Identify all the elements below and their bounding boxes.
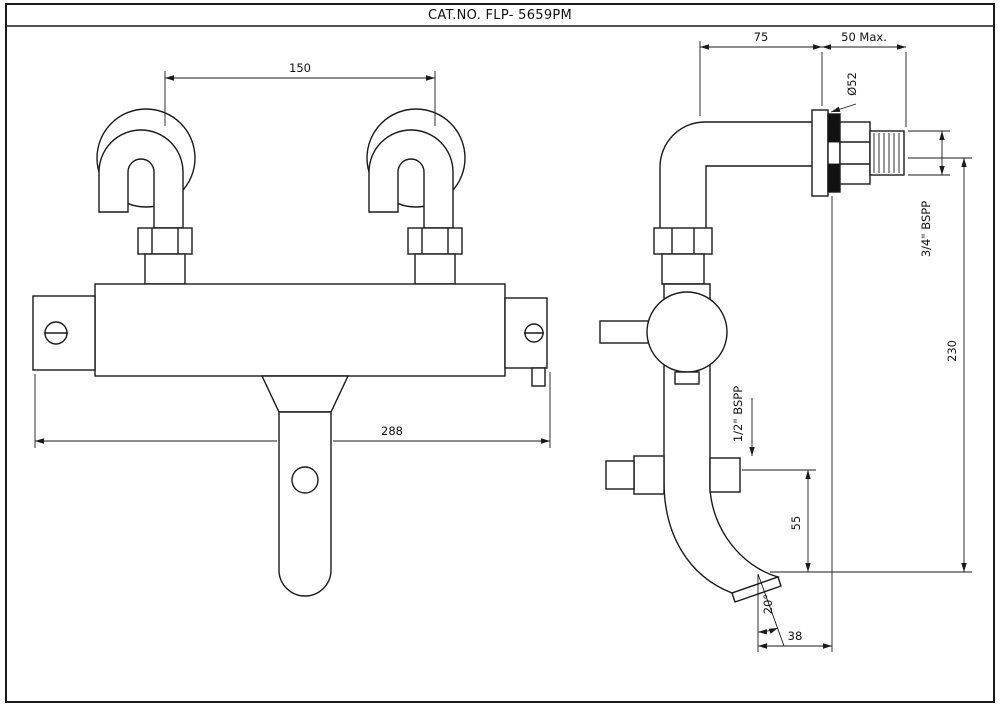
- dim-label: Ø52: [845, 72, 859, 96]
- angle-arc: [757, 627, 779, 635]
- dim-spout-projection: 38: [758, 196, 833, 652]
- dim-label: 20°: [761, 594, 775, 614]
- dim-spout-angle: 20°: [757, 573, 785, 652]
- spout-flare: [260, 375, 350, 413]
- top-pipe-elbow: [659, 121, 812, 228]
- left-inlet-nut: [137, 227, 193, 255]
- side-view: 75 50 Max. Ø52 3/4" BSPP 230: [599, 30, 972, 652]
- angled-reference-line: [757, 573, 785, 647]
- left-inlet-elbow-tube: [98, 129, 184, 229]
- dim-label: 55: [789, 516, 803, 531]
- right-outlet-port: [709, 457, 741, 493]
- front-view: 150 288: [32, 61, 551, 597]
- dim-wall-to-body: 75: [699, 30, 822, 116]
- right-inlet-elbow-tube: [368, 129, 454, 229]
- dim-label: 38: [788, 629, 803, 643]
- right-block-tab: [531, 367, 546, 387]
- dim-wall-thickness-max: 50 Max.: [821, 30, 907, 127]
- dim-flange-diameter: Ø52: [830, 72, 859, 113]
- dim-label: 1/2" BSPP: [731, 386, 745, 442]
- spout-aerator-band: [731, 576, 782, 603]
- dim-inlet-thread: 3/4" BSPP: [908, 130, 950, 257]
- side-inlet-collar: [661, 253, 705, 285]
- right-inlet-nut: [407, 227, 463, 255]
- right-end-block: [504, 297, 548, 387]
- dim-label: 150: [289, 61, 311, 75]
- gasket-upper: [827, 113, 841, 143]
- dim-label: 75: [754, 30, 769, 44]
- front-spout: [260, 375, 350, 597]
- dim-overall-width: 288: [34, 372, 551, 448]
- wall-mount-assembly: [811, 109, 905, 197]
- thread-lines: [873, 133, 900, 173]
- spout-dial: [291, 466, 319, 494]
- left-inlet-collar: [144, 253, 186, 285]
- side-inlet-nut: [653, 227, 713, 255]
- threaded-tail-pipe: [869, 130, 905, 176]
- dim-inlet-spacing: 150: [164, 61, 436, 126]
- dim-outlet-drop: 55: [742, 469, 816, 572]
- spout-tube: [278, 411, 332, 597]
- dim-label: 230: [945, 340, 959, 362]
- gasket-lower: [827, 163, 841, 193]
- check-valve-cap: [605, 460, 635, 490]
- right-inlet-collar: [414, 253, 456, 285]
- check-valve-body: [633, 455, 665, 495]
- knob-skirt-tab: [674, 371, 700, 385]
- dim-label: 50 Max.: [841, 30, 887, 44]
- mixer-body: [94, 283, 506, 377]
- left-end-block: [32, 295, 96, 371]
- dim-outlet-thread: 1/2" BSPP: [731, 386, 755, 456]
- drawing-frame: CAT.NO. FLP- 5659PM: [5, 3, 995, 703]
- dim-label: 288: [381, 424, 403, 438]
- border-rect: [5, 3, 995, 703]
- catalog-number-title: CAT.NO. FLP- 5659PM: [428, 8, 572, 23]
- leader-line: [830, 103, 857, 113]
- control-knob: [646, 291, 728, 373]
- left-inlet-assembly: [96, 108, 196, 285]
- dim-overall-height: 230: [770, 157, 972, 573]
- dim-label: 3/4" BSPP: [919, 201, 933, 257]
- flange-nut: [839, 121, 871, 185]
- wall-flange: [811, 109, 829, 197]
- right-inlet-assembly: [366, 108, 466, 285]
